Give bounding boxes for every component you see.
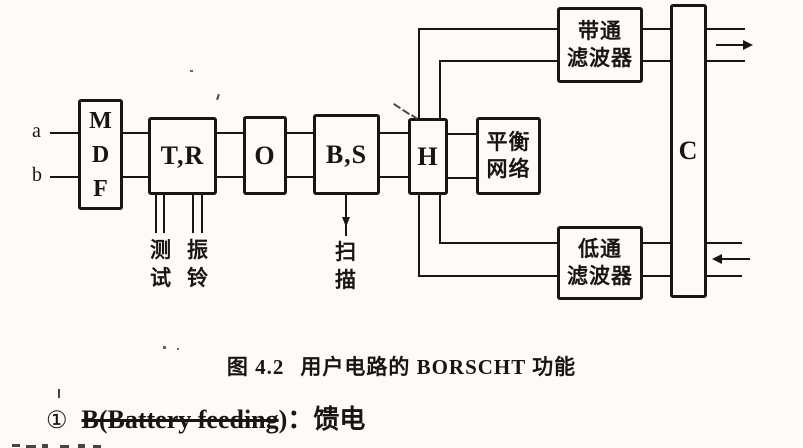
drop-h-lowpass-inner [439, 195, 441, 244]
drop-h-lowpass-outer [418, 195, 420, 277]
cutoff-text-fragment [26, 445, 36, 448]
cutoff-text-fragment [93, 445, 101, 448]
lowpass-line2: 滤波器 [567, 264, 633, 288]
input-label-b: b [32, 164, 42, 186]
label-ringing: 振铃 [187, 238, 208, 290]
wire-c-out-bottom-lower [707, 275, 742, 277]
wire-tr-o-b [217, 176, 243, 178]
wire-bandpass-c-lower [643, 60, 670, 62]
footnote-index: ① [46, 408, 68, 434]
bandpass-line2: 滤波器 [567, 46, 633, 70]
wire-riser-bandpass-lower [439, 60, 559, 62]
mdf-letter-d: D [91, 141, 110, 168]
tr-label: T,R [160, 141, 205, 170]
wire-b-in [50, 176, 78, 178]
wire-o-bs-a [287, 132, 313, 134]
wire-lowpass-c-upper [643, 242, 670, 244]
figure-caption: 图 4.2 用户电路的 BORSCHT 功能 [0, 351, 803, 381]
balance-line1: 平衡 [486, 130, 531, 154]
wire-h-balance-b [448, 177, 476, 179]
wire-h-balance-a [448, 133, 476, 135]
wire-bandpass-c-upper [643, 28, 670, 30]
wire-bs-h-a [380, 132, 408, 134]
scan-artifact [216, 93, 220, 101]
scan-speck [163, 346, 166, 349]
bandpass-line1: 带通 [578, 19, 622, 43]
mdf-letter-m: M [89, 107, 112, 134]
scan-speck [190, 70, 193, 72]
wire-c-out-top-upper [707, 28, 745, 30]
cutoff-text-fragment [42, 444, 48, 448]
wire-drop-lowpass-upper [439, 242, 559, 244]
h-label: H [417, 141, 439, 171]
wire-riser-bandpass-upper [418, 28, 559, 30]
box-bandpass-filter: 带通 滤波器 [557, 7, 643, 83]
incoming-arrow-shaft [721, 258, 750, 260]
outgoing-arrow-shaft [716, 44, 744, 46]
stub-ringing-2 [201, 195, 203, 233]
box-tr: T,R [148, 117, 217, 195]
footnote-term-close: ) [278, 405, 288, 434]
lowpass-line1: 低通 [578, 237, 622, 261]
scan-arrow-down-icon [342, 217, 350, 227]
scan-artifact [58, 389, 60, 398]
mdf-letter-f: F [93, 175, 108, 202]
footnote-meaning: 馈电 [313, 405, 366, 434]
scan-artifact [393, 102, 401, 110]
wire-tr-o-a [217, 132, 243, 134]
stub-scan [345, 195, 347, 236]
outgoing-arrow-icon [743, 40, 753, 50]
footnote-battery-feeding: ① B(Battery feeding)：馈电 [46, 399, 365, 436]
footnote-separator: ： [287, 405, 314, 434]
stub-test-1 [155, 195, 157, 233]
box-c: C [670, 4, 707, 298]
box-bs: B,S [313, 114, 380, 195]
cutoff-text-fragment [12, 444, 20, 447]
box-h: H [408, 118, 448, 195]
wire-a-in [50, 132, 78, 134]
box-lowpass-filter: 低通 滤波器 [557, 226, 643, 300]
stub-ringing-1 [192, 195, 194, 233]
wire-mdf-tr-a [123, 132, 148, 134]
balance-line2: 网络 [486, 157, 531, 181]
wire-drop-lowpass-lower [418, 275, 559, 277]
o-label: O [254, 140, 276, 170]
footnote-term: B(Battery feeding [81, 405, 279, 434]
scan-artifact [402, 108, 410, 116]
bs-label: B,S [325, 139, 368, 169]
wire-o-bs-b [287, 176, 313, 178]
wire-lowpass-c-lower [643, 275, 670, 277]
riser-h-bandpass-outer [418, 28, 420, 120]
scan-speck [177, 348, 179, 350]
box-balance-network: 平衡 网络 [476, 117, 541, 195]
figure-number: 图 4.2 [226, 355, 285, 379]
cutoff-text-fragment [60, 445, 69, 448]
box-o: O [243, 116, 287, 195]
wire-bs-h-b [380, 176, 408, 178]
wire-c-out-top-lower [707, 60, 745, 62]
stub-test-2 [163, 195, 165, 233]
cutoff-text-fragment [78, 444, 85, 448]
input-label-a: a [32, 120, 41, 142]
wire-c-out-bottom-upper [707, 242, 742, 244]
label-scan: 扫描 [335, 240, 356, 292]
wire-mdf-tr-b [123, 176, 148, 178]
riser-h-bandpass-inner [439, 60, 441, 120]
figure-title: 用户电路的 BORSCHT 功能 [300, 355, 577, 379]
incoming-arrow-icon [712, 254, 722, 264]
label-test: 测试 [150, 238, 171, 290]
c-label: C [678, 136, 699, 165]
box-mdf: M D F [78, 99, 123, 210]
